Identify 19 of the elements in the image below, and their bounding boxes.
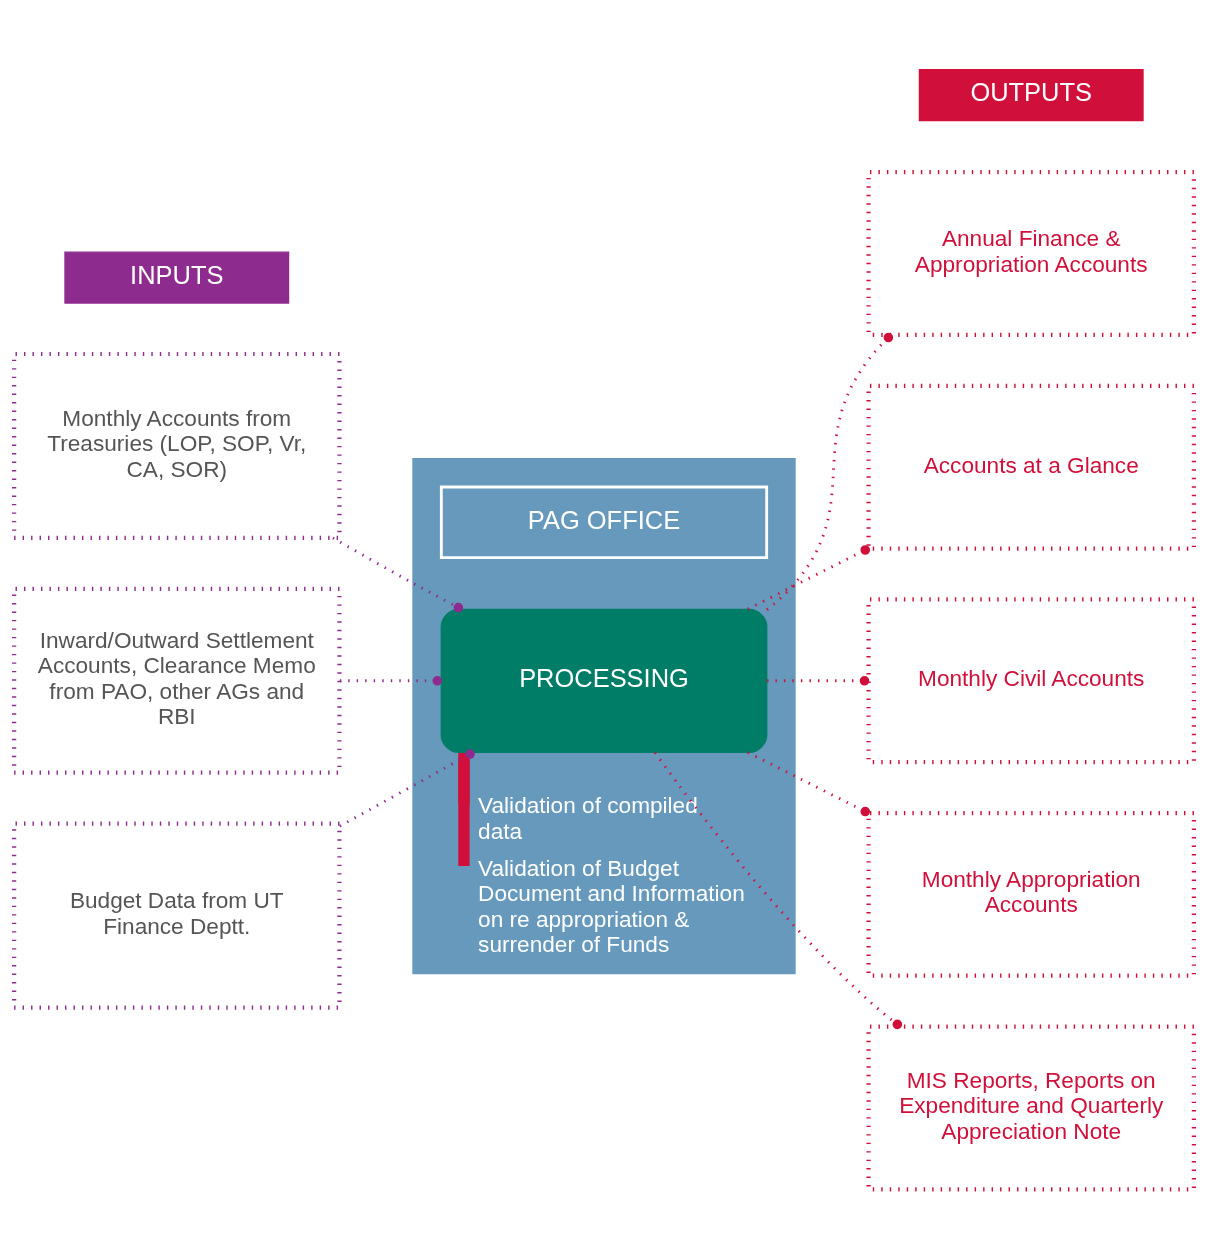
node-box: Monthly Accounts from Treasuries (LOP, SOP, Vr, CA, SOR) [12,351,342,540]
node-box: PROCESSING [440,608,768,753]
connector [747,750,871,816]
node-box: PAG OFFICE [439,485,769,559]
node-box: Budget Data from UT Finance Deptt. [12,821,342,1010]
connector [766,332,894,611]
connector [332,536,464,612]
connector [653,751,903,1029]
node-box: MIS Reports, Reports on Expenditure and Quarterly Appreciation Note [866,1024,1196,1191]
connector [339,675,443,686]
node-box: Accounts at a Glance [866,383,1196,551]
node-box: Monthly Civil Accounts [866,596,1196,764]
node-box: Annual Finance & Appropriation Accounts [866,169,1196,337]
connector [767,675,870,686]
node-box: Monthly Appropriation Accounts [866,810,1196,978]
node-box: INPUTS [64,250,290,304]
connector [747,544,871,610]
node-box: OUTPUTS [918,68,1144,121]
node-box: Inward/Outward Settlement Accounts, Clearance Memo from PAO, other AGs and RBI [12,586,342,775]
